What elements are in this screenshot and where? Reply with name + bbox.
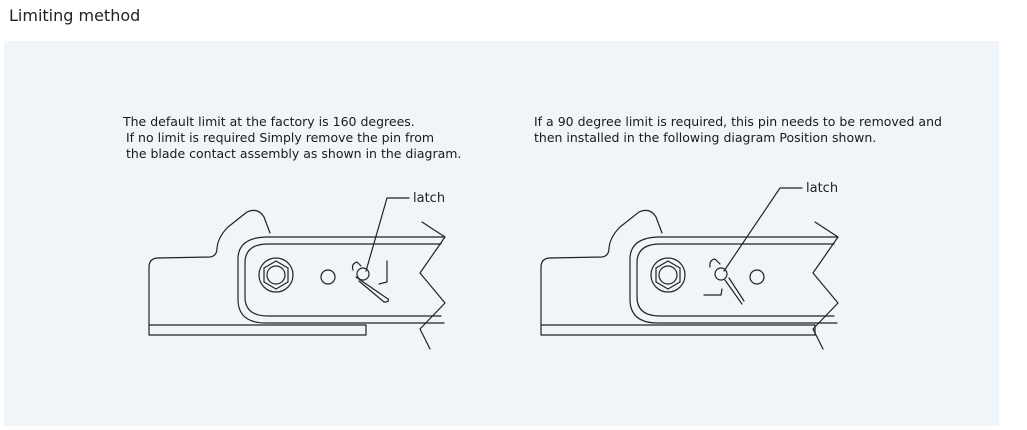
left-break-mark xyxy=(419,221,446,350)
right-latch-label: latch xyxy=(806,181,838,196)
right-caption-line: then installed in the following diagram … xyxy=(534,130,877,145)
right-hole xyxy=(749,269,765,285)
right-callout-leader xyxy=(723,187,803,272)
right-blade-assembly xyxy=(540,187,839,350)
right-caption: If a 90 degree limit is required, this p… xyxy=(534,114,942,146)
right-caption-line: If a 90 degree limit is required, this p… xyxy=(534,114,942,129)
right-nut-inner xyxy=(658,265,678,285)
left-nut-inner xyxy=(266,265,286,285)
left-caption-line: The default limit at the factory is 160 … xyxy=(123,114,415,129)
right-base-outline xyxy=(540,209,663,326)
right-nut-hex xyxy=(655,260,681,290)
left-caption-line: the blade contact assembly as shown in t… xyxy=(126,146,462,161)
left-nut-outer xyxy=(258,257,294,293)
left-bottom-bar xyxy=(148,324,367,336)
left-hole xyxy=(320,269,336,285)
right-nut-outer xyxy=(650,257,686,293)
left-blade-arm-inner xyxy=(244,243,442,317)
right-blade-arm-inner xyxy=(636,243,835,317)
left-callout-leader xyxy=(365,197,410,272)
left-blade-arm xyxy=(237,236,445,324)
right-bottom-bar xyxy=(540,324,816,336)
diagram-panel: The default limit at the factory is 160 … xyxy=(4,41,999,426)
right-blade-arm xyxy=(629,236,838,324)
right-latch-pin xyxy=(703,258,745,305)
page-title: Limiting method xyxy=(9,6,141,25)
left-latch-pin xyxy=(351,260,390,303)
limit-diagrams: latch latch xyxy=(148,181,839,350)
left-nut-hex xyxy=(263,260,289,290)
right-break-mark xyxy=(812,221,839,350)
left-caption: The default limit at the factory is 160 … xyxy=(123,114,461,162)
left-base-outline xyxy=(148,209,271,326)
left-latch-label: latch xyxy=(413,191,445,206)
left-caption-line: If no limit is required Simply remove th… xyxy=(126,130,435,145)
left-blade-assembly xyxy=(148,197,446,350)
